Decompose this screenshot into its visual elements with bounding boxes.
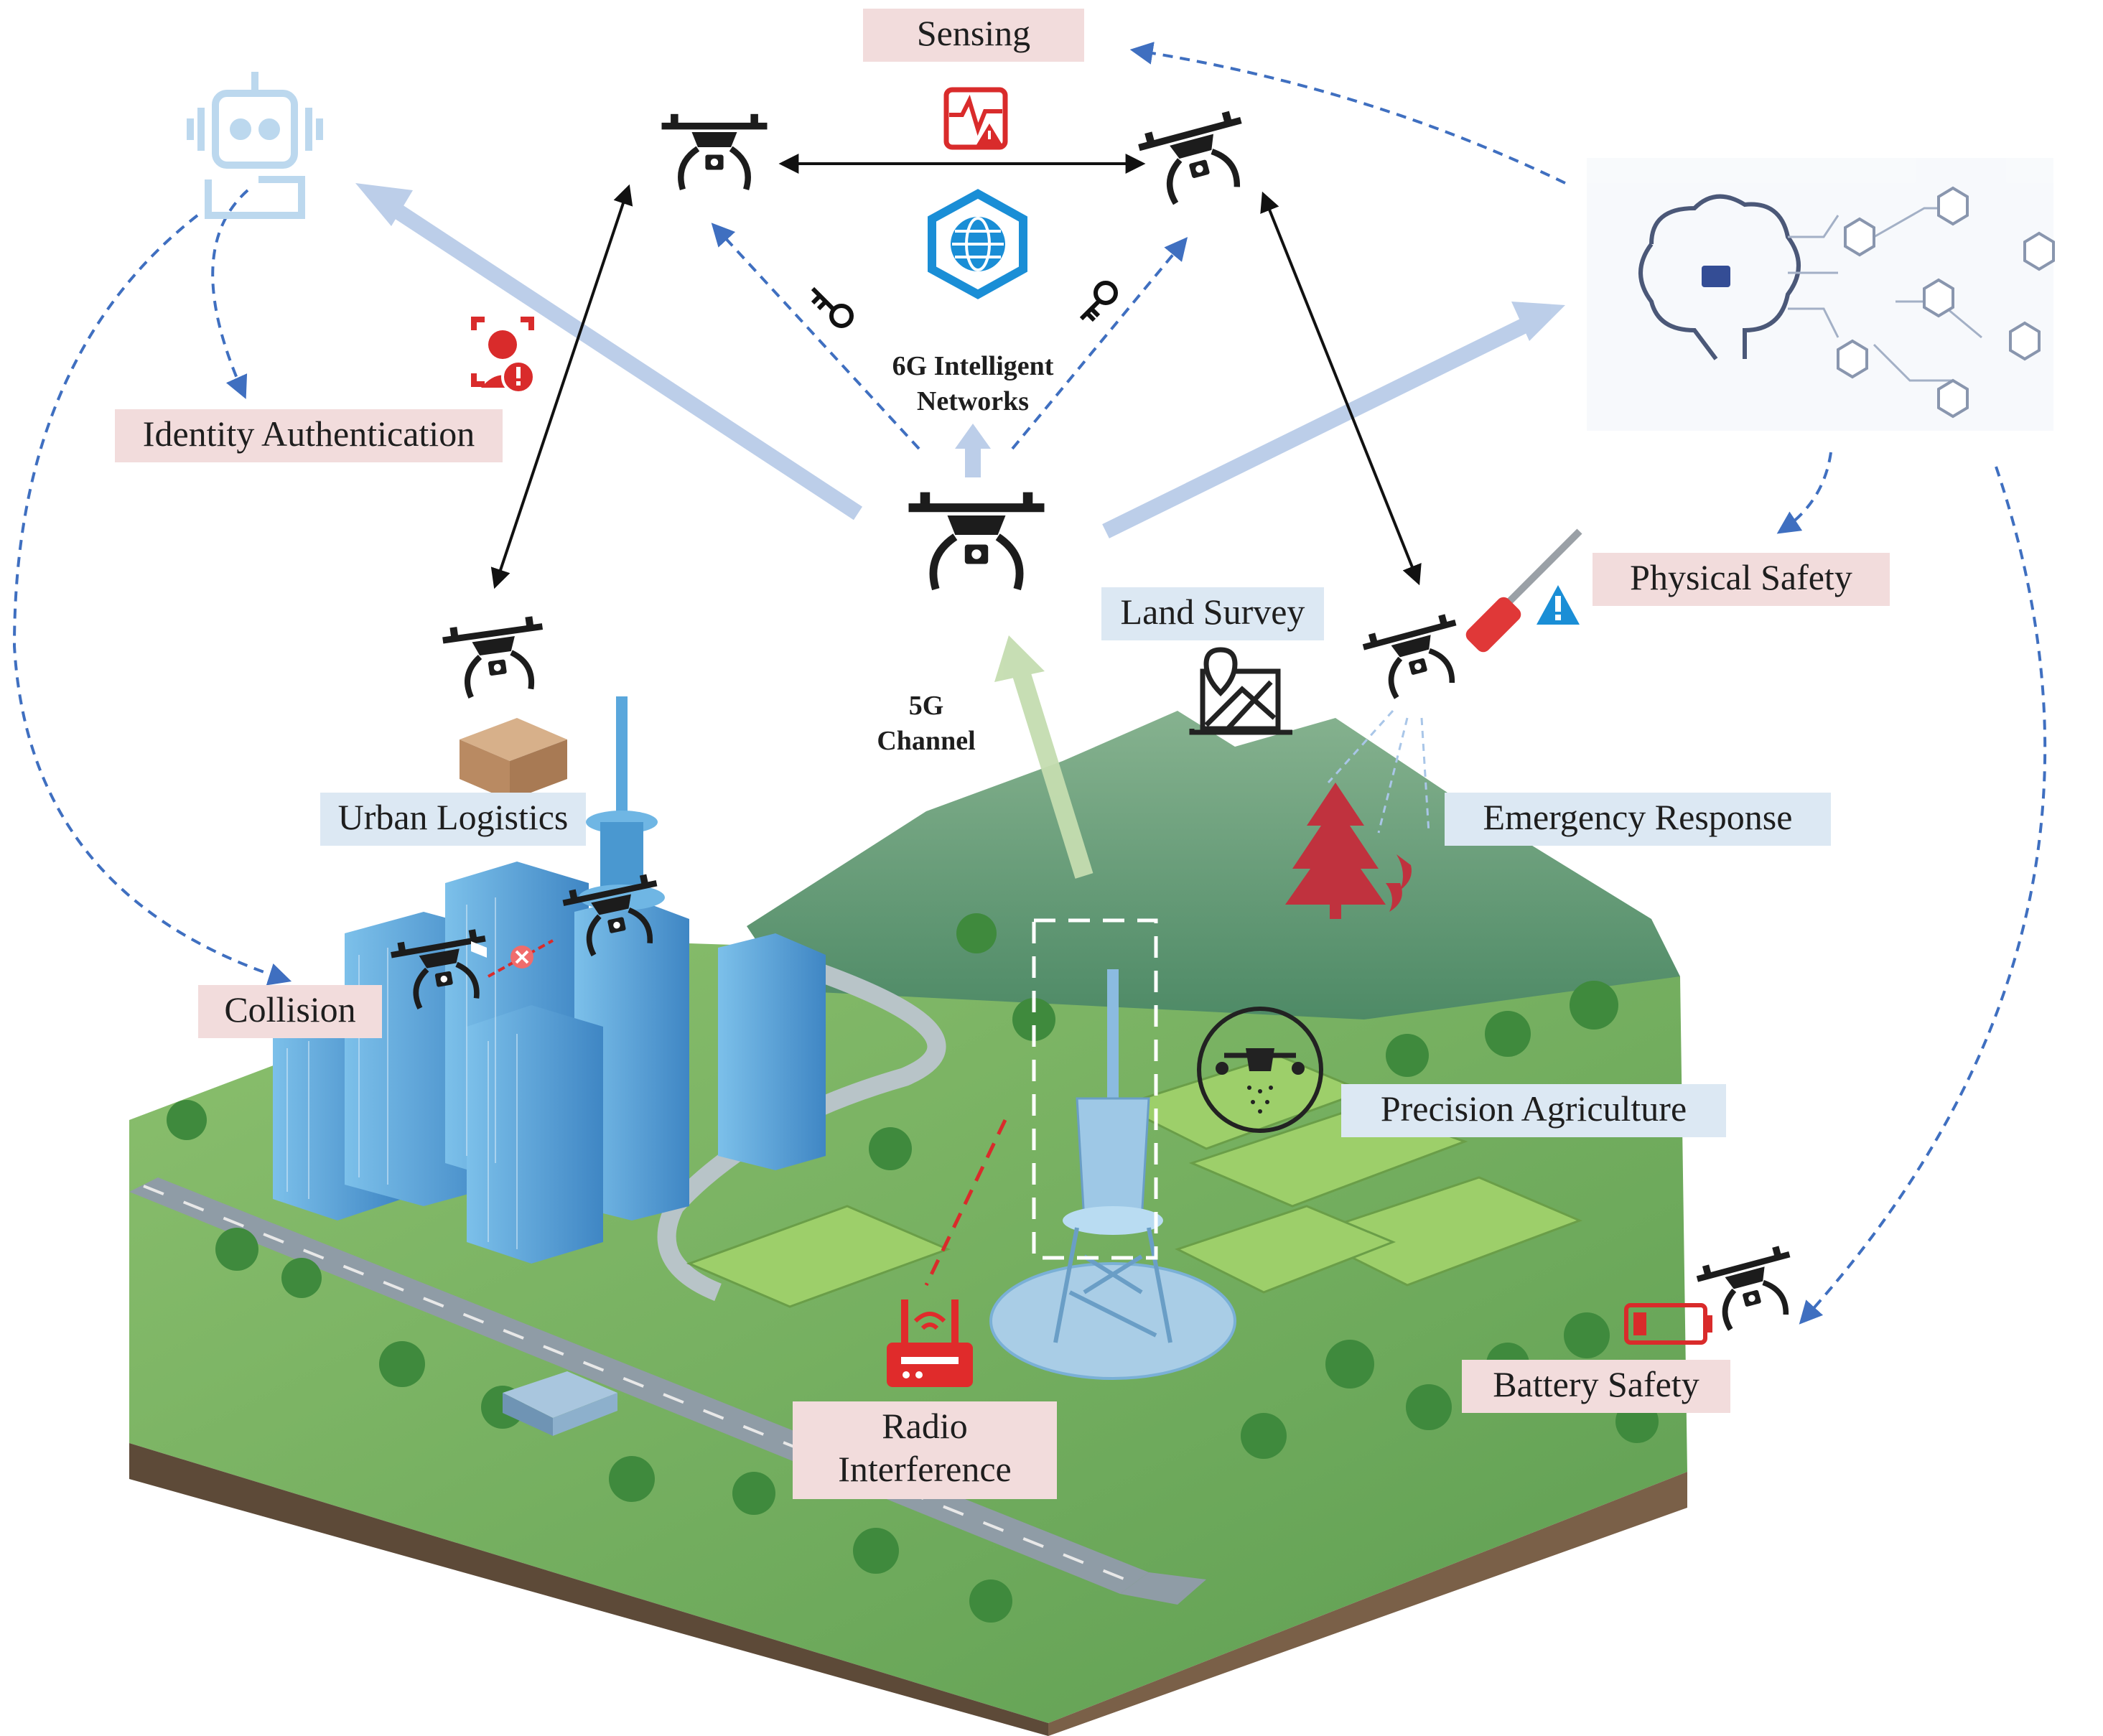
sensing-label: Sensing xyxy=(863,9,1084,62)
identity-authentication-label: Identity Authentication xyxy=(115,409,503,462)
network-label: 6G Intelligent Networks xyxy=(865,346,1081,425)
scan-beams xyxy=(1327,709,1430,834)
drone-icon xyxy=(662,114,768,190)
drone-icon xyxy=(442,615,551,701)
channel-label-line1: 5G xyxy=(908,691,944,721)
uav-links xyxy=(490,154,1422,589)
emergency-response-label: Emergency Response xyxy=(1445,793,1831,846)
collision-label: Collision xyxy=(198,985,382,1038)
urban-logistics-label: Urban Logistics xyxy=(320,793,586,846)
channel-label: 5G Channel xyxy=(854,686,998,765)
radio-interference-line1: Radio xyxy=(882,1406,968,1446)
radio-interference-label: Radio Interference xyxy=(793,1401,1057,1499)
dashed-arrows xyxy=(12,42,2047,1325)
tree-fire-icon xyxy=(1285,783,1412,919)
drone-icon xyxy=(909,493,1045,589)
key-icon xyxy=(1079,281,1118,322)
collision-marker xyxy=(488,939,554,978)
map-icon xyxy=(1189,647,1292,735)
network-label-line2: Networks xyxy=(916,386,1030,417)
robot-icon xyxy=(187,72,323,219)
battery-low-icon xyxy=(1624,1303,1712,1345)
signal-warning-icon xyxy=(943,87,1008,150)
face-id-warning-icon xyxy=(471,317,536,394)
drone-icon xyxy=(1136,108,1257,208)
land-survey-label: Land Survey xyxy=(1101,587,1324,640)
warning-triangle-icon xyxy=(1537,585,1580,625)
radio-interference-line2: Interference xyxy=(838,1449,1012,1489)
interference-line xyxy=(924,1119,1007,1287)
drone-icon xyxy=(1361,612,1470,702)
screwdriver-icon xyxy=(1465,528,1582,653)
tower-icon xyxy=(989,918,1236,1380)
physical-safety-label: Physical Safety xyxy=(1593,553,1890,606)
ai-brain-icon xyxy=(1587,158,2055,431)
key-icon xyxy=(811,286,854,328)
precision-agriculture-label: Precision Agriculture xyxy=(1341,1084,1726,1137)
channel-label-line2: Channel xyxy=(877,726,976,757)
package-icon xyxy=(460,718,567,958)
globe-network-icon xyxy=(928,189,1027,299)
router-icon xyxy=(887,1299,973,1387)
battery-safety-label: Battery Safety xyxy=(1462,1360,1730,1413)
network-label-line1: 6G Intelligent xyxy=(892,351,1054,381)
terrain xyxy=(129,711,1687,1736)
spray-drone-icon xyxy=(1197,1007,1323,1133)
